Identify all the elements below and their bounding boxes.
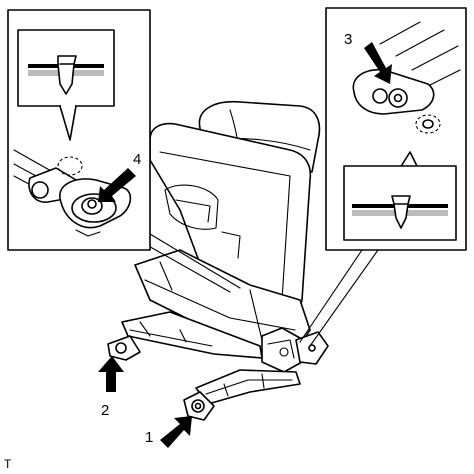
rear-bracket [295, 331, 329, 365]
callout-3: 3 [344, 31, 352, 48]
clip-location-circle-right [415, 114, 441, 134]
right-panel-leader [299, 249, 363, 343]
callout-1: 1 [145, 429, 153, 446]
arrow-2 [98, 356, 124, 392]
clip-icon-left [57, 55, 77, 95]
bolt-3 [388, 88, 408, 108]
arrows [98, 42, 392, 448]
arrow-4 [98, 168, 136, 202]
callout-2: 2 [101, 402, 109, 419]
arrow-3 [364, 42, 392, 84]
clip-location-circle [57, 156, 83, 176]
right-detail-panel [299, 7, 467, 347]
figure-code: T [4, 457, 12, 471]
seat-assembly [107, 100, 329, 421]
arrow-1 [160, 416, 192, 448]
seat-rail-right [195, 369, 301, 405]
bolt-4 [81, 197, 103, 215]
left-panel-leader [137, 239, 231, 293]
callout-4: 4 [133, 151, 141, 168]
